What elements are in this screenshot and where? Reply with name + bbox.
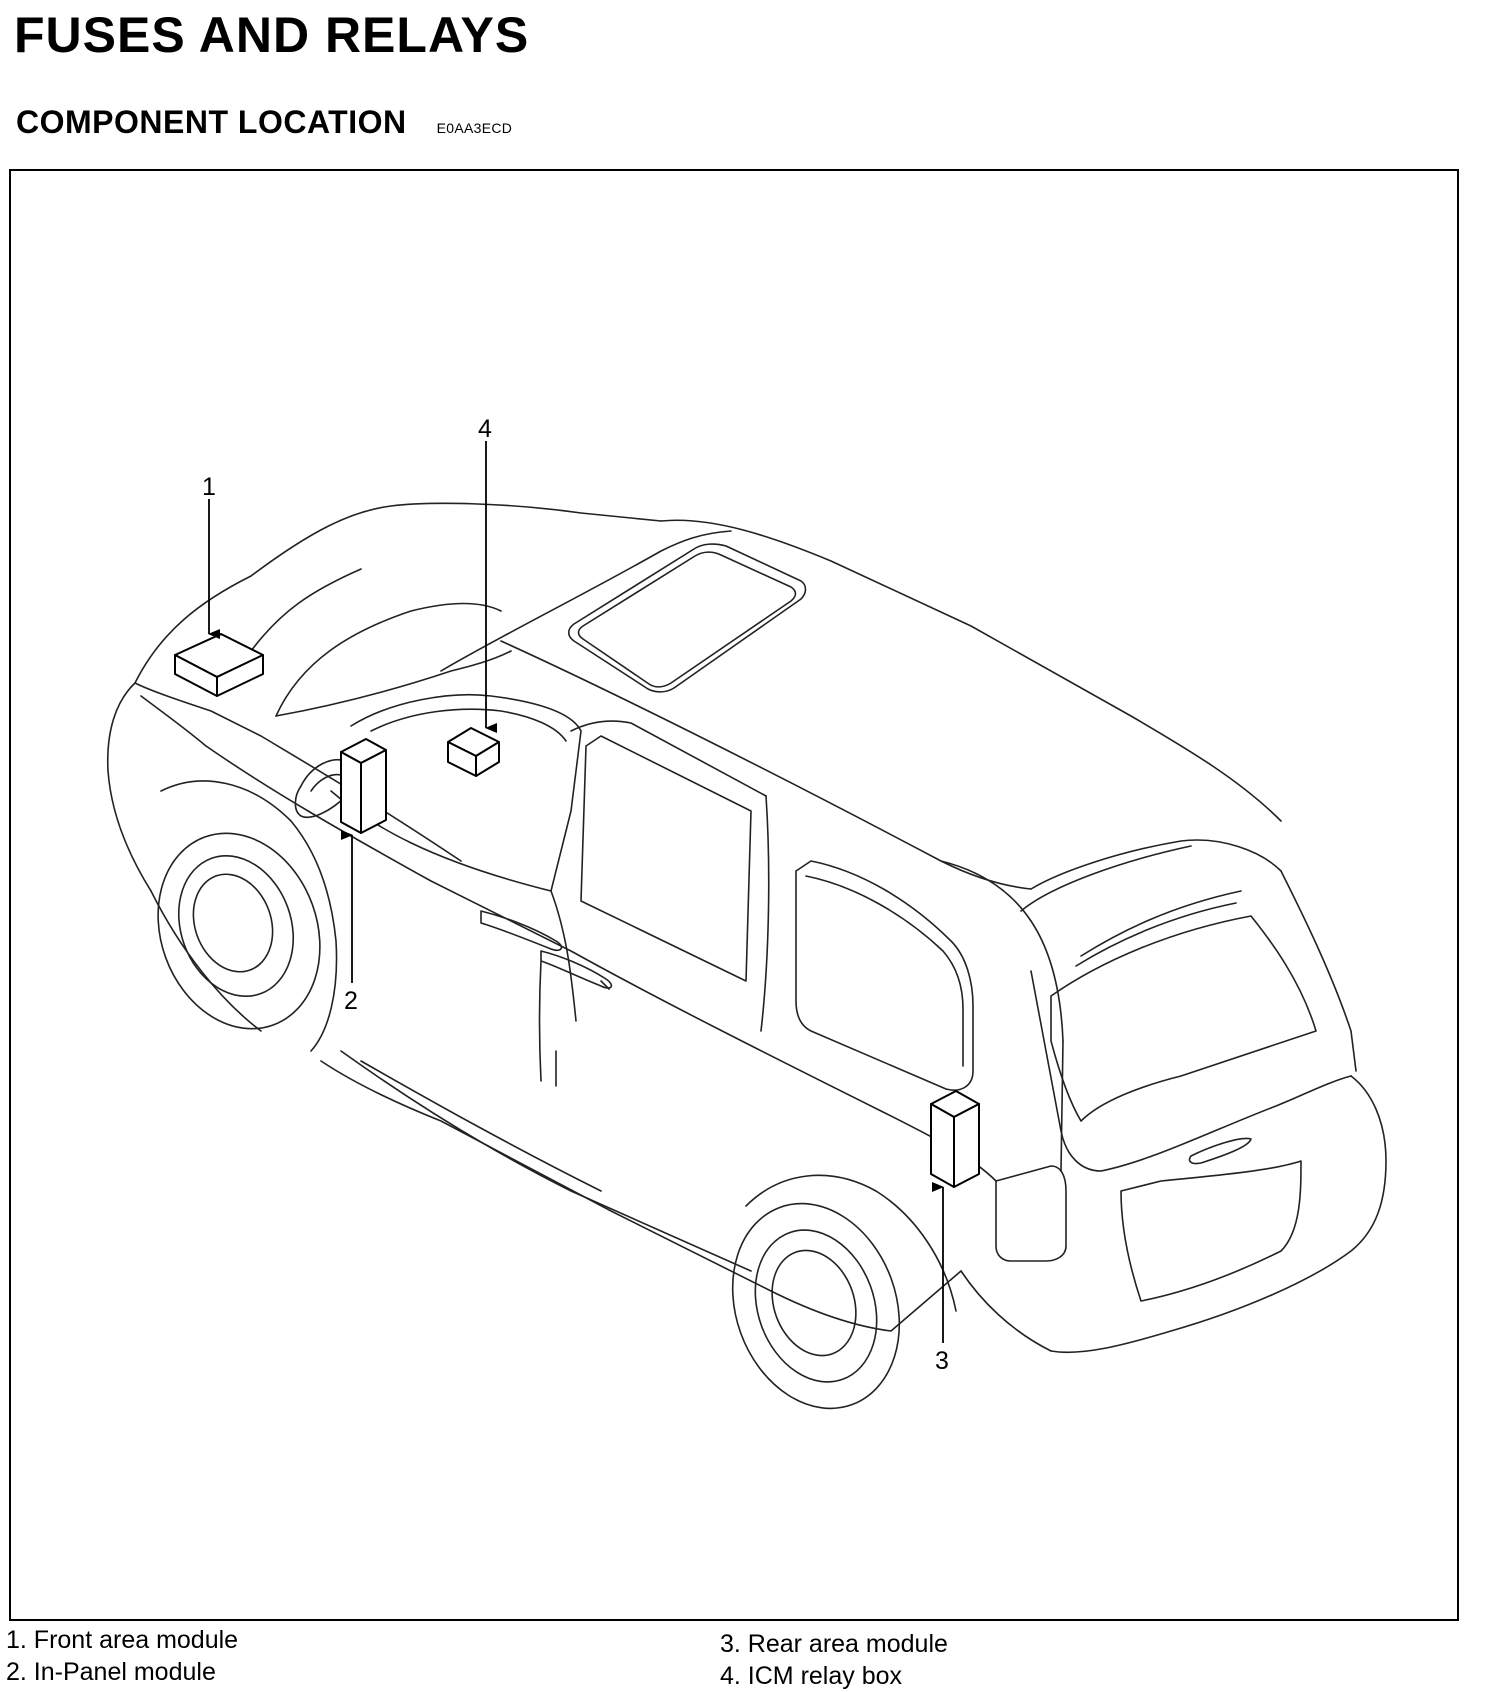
in-panel-module-box [340,738,387,834]
page-title: FUSES AND RELAYS [14,7,530,63]
callout-3: 3 [935,1347,949,1375]
minivan-outline [106,502,1387,1410]
component-boxes [174,633,980,1188]
callout-numbers: 1 4 2 3 [202,415,949,1375]
legend-item-rear-area-module: 3. Rear area module [720,1630,948,1658]
section-title: COMPONENT LOCATION [16,104,407,140]
callout-2: 2 [344,987,358,1015]
vehicle-diagram: 1 4 2 3 [106,415,1387,1410]
icm-relay-box [447,727,500,777]
legend-item-icm-relay-box: 4. ICM relay box [720,1662,903,1690]
callout-1: 1 [202,473,216,501]
callout-4: 4 [478,415,492,443]
legend-left: 1. Front area module 2. In-Panel module [6,1624,238,1688]
legend-right: 3. Rear area module 4. ICM relay box [720,1628,948,1692]
diagram-frame: 1 4 2 3 [9,169,1459,1621]
front-area-module-box [174,633,264,697]
legend-item-front-area-module: 1. Front area module [6,1626,239,1654]
legend-item-in-panel-module: 2. In-Panel module [6,1658,216,1686]
callout-leaders [208,441,944,1343]
rear-area-module-box [930,1090,980,1188]
document-code: E0AA3ECD [436,120,513,136]
section-header: COMPONENT LOCATION E0AA3ECD [16,104,512,141]
